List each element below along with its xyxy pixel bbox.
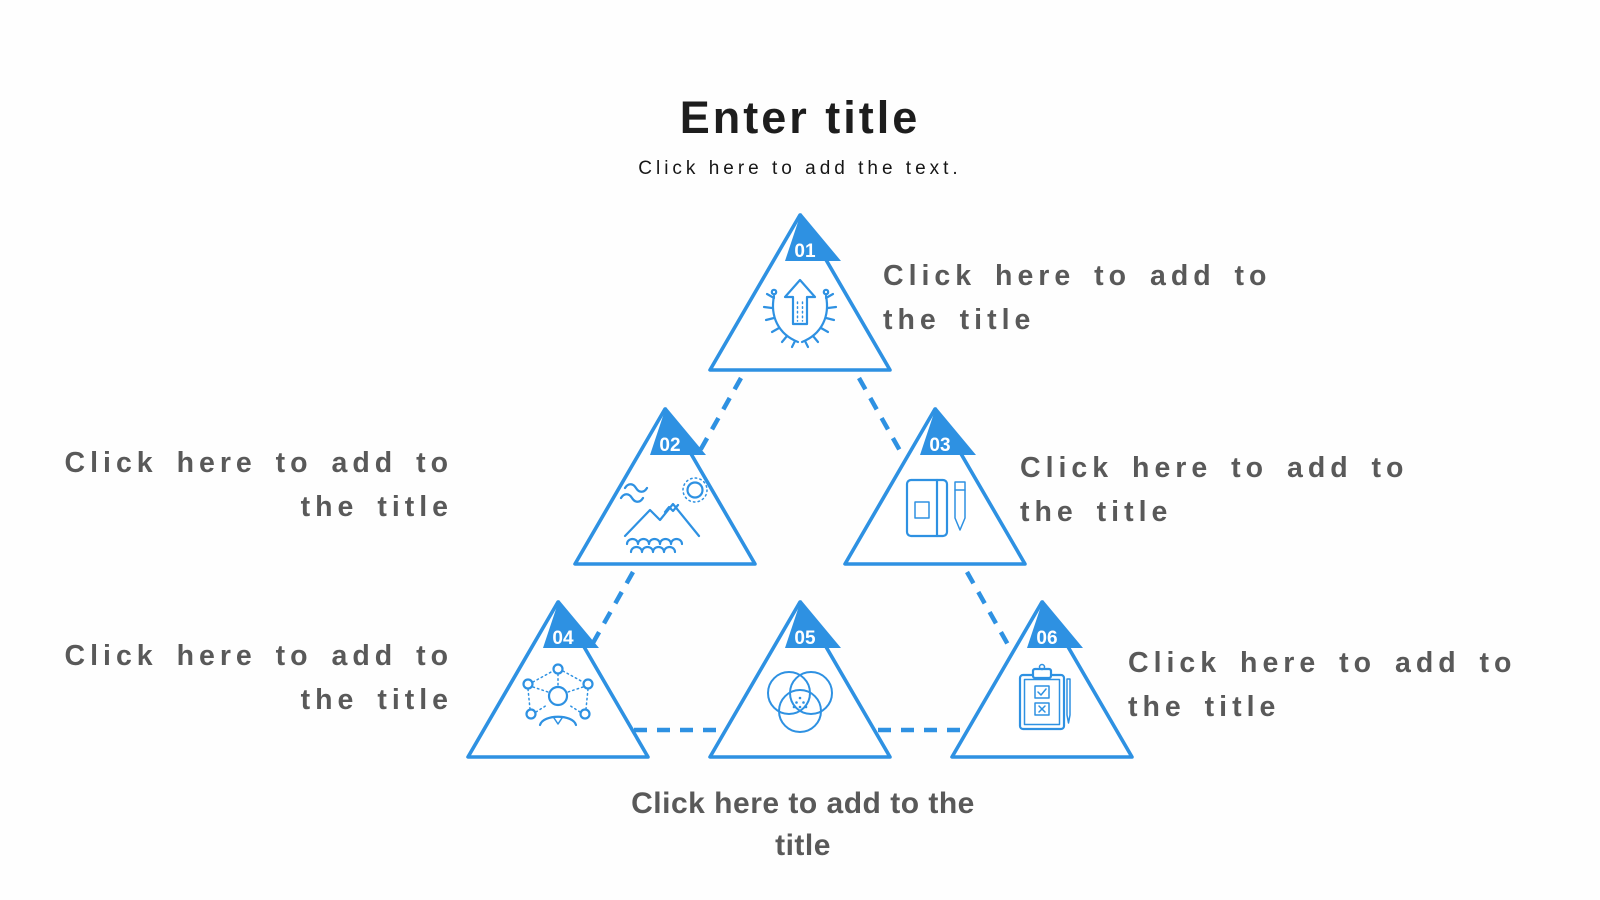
laurel-wreath-arrow-icon	[762, 278, 838, 349]
label-line: Click here to add to	[1128, 647, 1517, 679]
triangle-outline[interactable]	[843, 407, 1027, 566]
venn-circles-icon	[767, 671, 833, 733]
number-badge	[650, 407, 706, 455]
dashed-connector-01-02	[695, 376, 743, 458]
dashed-connector-01-03	[857, 376, 905, 458]
triangle-04[interactable]: 04	[466, 600, 650, 759]
dashed-connector-02-04	[587, 570, 635, 652]
badge-number: 03	[929, 435, 950, 456]
label-line: the title	[300, 491, 453, 523]
number-badge	[785, 600, 841, 648]
label-line: the title	[300, 684, 453, 716]
placeholder-label-03[interactable]: Click here to add to the title	[1020, 446, 1460, 534]
clipboard-checklist-icon	[1018, 663, 1071, 731]
placeholder-label-02[interactable]: Click here to add to the title	[13, 441, 453, 529]
label-line: the title	[1128, 691, 1281, 723]
placeholder-label-05[interactable]: Click here to add to the title	[553, 783, 1053, 867]
number-badge	[543, 600, 599, 648]
number-badge	[1027, 600, 1083, 648]
mountain-landscape-icon	[619, 477, 708, 554]
badge-number: 02	[659, 435, 680, 456]
label-line: Click here to add to the	[631, 787, 975, 820]
placeholder-label-01[interactable]: Click here to add to the title	[883, 254, 1323, 342]
placeholder-label-06[interactable]: Click here to add to the title	[1128, 641, 1568, 729]
label-line: the title	[1020, 496, 1173, 528]
triangle-06[interactable]: 06	[950, 600, 1134, 759]
header: Enter title Click here to add the text.	[0, 92, 1600, 180]
label-line: title	[775, 829, 831, 862]
label-line: Click here to add to	[64, 447, 453, 479]
triangle-03[interactable]: 03	[843, 407, 1027, 566]
number-badge	[785, 213, 841, 261]
label-line: Click here to add to	[883, 260, 1272, 292]
label-line: Click here to add to	[64, 640, 453, 672]
badge-number: 04	[552, 628, 574, 649]
number-badge	[920, 407, 976, 455]
triangle-outline[interactable]	[708, 600, 892, 759]
badge-number: 06	[1036, 628, 1057, 649]
page-title[interactable]: Enter title	[679, 92, 921, 143]
badge-number: 01	[794, 241, 816, 262]
triangle-02[interactable]: 02	[573, 407, 757, 566]
label-line: Click here to add to	[1020, 452, 1409, 484]
network-person-icon	[522, 663, 594, 727]
triangle-outline[interactable]	[573, 407, 757, 566]
placeholder-label-04[interactable]: Click here to add to the title	[13, 634, 453, 722]
page-subtitle[interactable]: Click here to add the text.	[638, 158, 962, 179]
badge-number: 05	[794, 628, 816, 649]
triangle-outline[interactable]	[708, 213, 892, 372]
label-line: the title	[883, 304, 1036, 336]
dashed-connector-03-06	[965, 570, 1013, 652]
triangle-01[interactable]: 01	[708, 213, 892, 372]
notebook-pencil-icon	[905, 478, 966, 538]
triangle-05[interactable]: 05	[708, 600, 892, 759]
